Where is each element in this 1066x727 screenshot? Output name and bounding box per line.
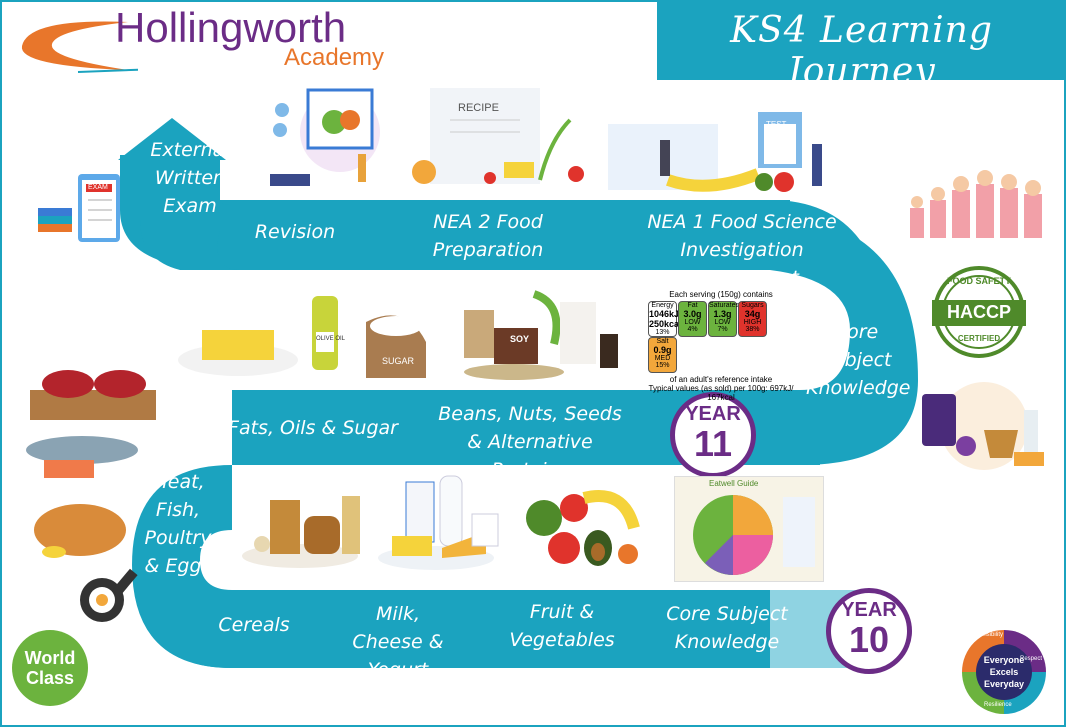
label-milk: Milk, Cheese & Yogurt xyxy=(352,603,444,681)
haccp-top-text: FOOD SAFETY xyxy=(946,276,1011,286)
nutrition-cell-name: Fat xyxy=(687,302,698,309)
logo-swoosh xyxy=(21,21,138,73)
year-10-word: YEAR xyxy=(841,599,897,621)
label-core-y11: Core Subject Knowledge xyxy=(806,321,911,399)
fruit-vegetables-illustration xyxy=(514,478,654,574)
label-fats: Fats, Oils & Sugar xyxy=(228,417,398,439)
oil-text: OLIVE OIL xyxy=(316,336,346,342)
nutrition-cell-value: 1046kJ 250kcal xyxy=(649,309,682,329)
food-science-illustration: TEST xyxy=(608,84,858,194)
test-text: TEST xyxy=(766,120,787,129)
world-class-logo: World Class xyxy=(12,630,88,706)
nutrition-cell-value: 1.3g xyxy=(713,309,732,319)
label-core-y10: Core Subject Knowledge xyxy=(666,603,788,653)
exam-clipboard-icon: EXAM xyxy=(30,170,130,250)
eatwell-text: Eatwell Guide xyxy=(709,479,759,488)
year-11-badge: YEAR 11 xyxy=(670,392,756,478)
label-nea2: NEA 2 Food Preparation Assessment xyxy=(431,211,545,289)
eatwell-guide-chart: Eatwell Guide xyxy=(674,476,824,582)
title-banner xyxy=(657,0,1066,80)
value-responsibility: Responsibility xyxy=(966,632,1004,638)
meat-fish-poultry-illustration xyxy=(24,360,160,640)
nutrition-cell-name: Energy xyxy=(651,302,674,309)
year-11-word: YEAR xyxy=(685,403,741,425)
haccp-bottom-text: CERTIFIED xyxy=(957,334,1001,343)
nutrition-cell-level: LOW 4% xyxy=(684,319,701,333)
year-11-number: 11 xyxy=(693,423,733,464)
label-nea1: NEA 1 Food Science Investigation Assessm… xyxy=(647,211,837,289)
recipe-illustration: RECIPE xyxy=(400,80,590,192)
soy-text: SOY xyxy=(510,334,530,344)
beans-nuts-illustration: SOY xyxy=(454,284,630,382)
label-cereals: Cereals xyxy=(218,614,290,636)
nutrition-cell-name: Salt xyxy=(656,338,669,345)
page-title: KS4 Learning Journey xyxy=(730,10,993,92)
cereals-illustration xyxy=(240,480,370,570)
recipe-text: RECIPE xyxy=(458,102,499,114)
nutrition-cell-value: 34g xyxy=(744,309,761,319)
label-fruit: Fruit & Vegetables xyxy=(509,601,615,651)
dairy-illustration xyxy=(376,474,506,574)
haccp-badge: FOOD SAFETY HACCP CERTIFIED xyxy=(926,264,1032,360)
world-class-text: World Class xyxy=(24,648,76,688)
label-external-exam: External Written Exam xyxy=(150,139,230,217)
value-respect: Respect xyxy=(1020,656,1043,662)
haccp-main-text: HACCP xyxy=(946,302,1011,322)
school-subtitle: Academy xyxy=(284,44,385,71)
nutrition-footer-1: of an adult's reference intake xyxy=(669,375,773,384)
sugar-text: SUGAR xyxy=(382,356,415,366)
values-center-text: Everyone Excels Everyday xyxy=(976,644,1032,700)
nutrition-cell-level: 13% xyxy=(655,329,670,336)
religious-foods-illustration xyxy=(914,380,1054,472)
value-resilience: Resilience xyxy=(984,702,1012,708)
revision-illustration xyxy=(262,82,382,192)
label-meat: Meat, Fish, Poultry & Eggs xyxy=(144,471,212,577)
values-wheel: Everyone Excels Everyday Responsibility … xyxy=(962,630,1046,714)
label-beans: Beans, Nuts, Seeds & Alternative Protein… xyxy=(438,403,622,481)
fats-oils-sugar-illustration: OLIVE OIL SUGAR xyxy=(176,282,436,382)
nutrition-cell-value: 0.9g xyxy=(653,345,672,355)
year-10-number: 10 xyxy=(848,619,890,660)
nutrition-cell-name: Sugars xyxy=(741,302,764,309)
exam-text: EXAM xyxy=(88,184,108,191)
year-10-badge: YEAR 10 xyxy=(826,588,912,674)
nutrition-cell-value: 3.0g xyxy=(683,309,702,319)
family-illustration xyxy=(900,164,1050,244)
nutrition-heading: Each serving (150g) contains xyxy=(669,290,773,299)
nutrition-cell-name: Saturates xyxy=(709,302,739,309)
school-name: Hollingworth xyxy=(115,4,347,51)
label-revision: Revision xyxy=(254,221,336,243)
nutrition-cell-level: LOW 7% xyxy=(714,319,731,333)
nutrition-footer-2: Typical values (as sold) per 100g: 697kJ… xyxy=(648,384,794,402)
nutrition-cell-level: HIGH 38% xyxy=(743,319,762,333)
nutrition-cell-level: MED 15% xyxy=(654,355,671,369)
